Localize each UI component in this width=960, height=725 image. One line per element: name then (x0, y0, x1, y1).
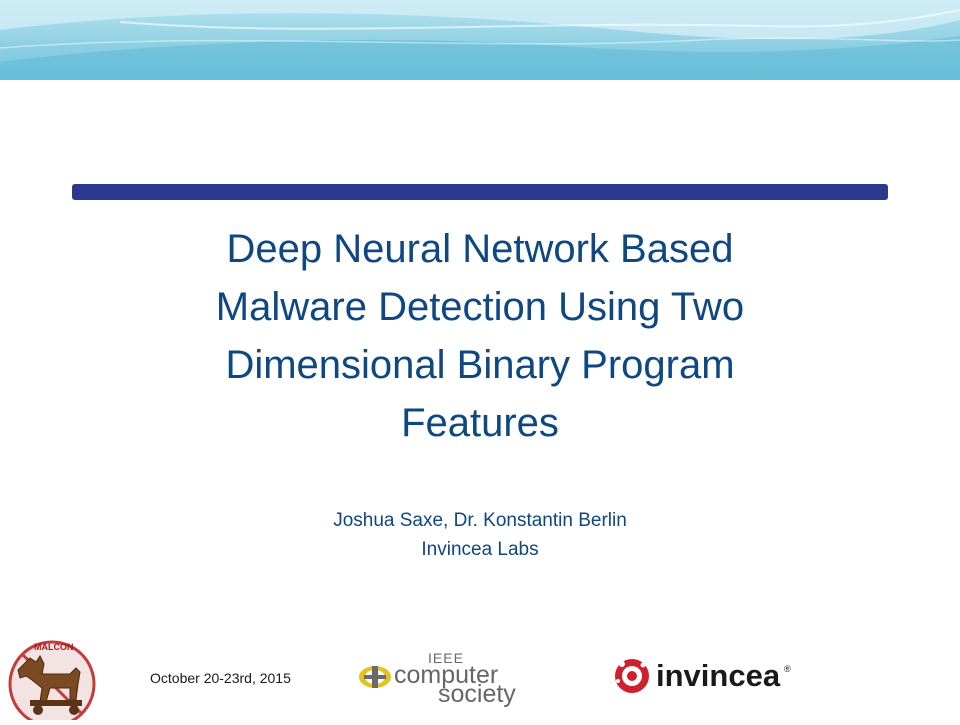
registered-mark: ® (784, 664, 791, 674)
slide-title: Deep Neural Network Based Malware Detect… (100, 220, 860, 452)
title-line: Features (401, 401, 559, 445)
title-line: Dimensional Binary Program (225, 343, 735, 387)
malcon-label: MALCON (34, 642, 74, 652)
ieee-label: IEEE (428, 650, 464, 666)
invincea-wordmark: invincea (656, 658, 781, 693)
invincea-mark-icon (615, 659, 649, 693)
title-line: Malware Detection Using Two (215, 285, 745, 329)
banner-wave-graphic (0, 0, 960, 80)
author-names: Joshua Saxe, Dr. Konstantin Berlin (333, 510, 627, 531)
malcon-logo: MALCON (0, 640, 104, 725)
ieee-computer-society-logo: IEEE computer society (356, 650, 556, 708)
author-block: Joshua Saxe, Dr. Konstantin Berlin Invin… (180, 506, 780, 564)
computer-label: computer (394, 661, 499, 689)
ieee-cs-icon (359, 666, 391, 688)
society-label: society (438, 680, 516, 708)
title-line: Deep Neural Network Based (226, 227, 734, 271)
trojan-horse-icon (8, 640, 96, 725)
event-date: October 20-23rd, 2015 (150, 670, 291, 686)
author-affiliation: Invincea Labs (421, 539, 539, 560)
title-divider-bar (72, 184, 888, 200)
invincea-logo: invincea ® (612, 652, 792, 700)
top-banner (0, 0, 960, 80)
